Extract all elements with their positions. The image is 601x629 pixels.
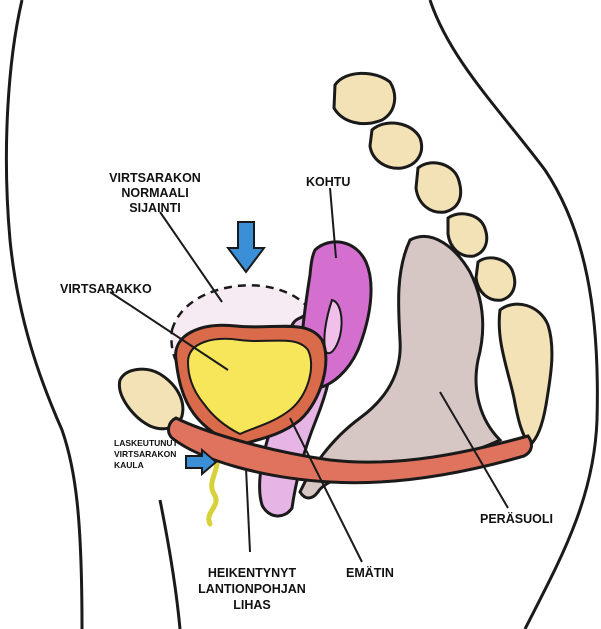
label-weakened-muscle: HEIKENTYNYT LANTIONPOHJAN LIHAS [198, 566, 306, 612]
label-bladder: VIRTSARAKKO [60, 282, 152, 296]
label-normal-position-line-2: NORMAALI [121, 186, 188, 200]
down-arrow-icon [228, 222, 264, 272]
coccyx [499, 304, 552, 445]
vertebra-2 [370, 123, 422, 168]
label-normal-position-line-1: VIRTSARAKON [109, 171, 201, 185]
label-weakened-muscle-line-3: LIHAS [233, 598, 271, 612]
label-descended-neck: LASKEUTUNUT VIRTSARAKON KAULA [114, 438, 179, 470]
label-rectum: PERÄSUOLI [480, 511, 553, 526]
thigh-outline [160, 500, 180, 629]
label-normal-position-line-3: SIJAINTI [129, 201, 180, 215]
vertebra-5 [476, 258, 515, 300]
label-weakened-muscle-line-2: LANTIONPOHJAN [198, 582, 306, 596]
label-descended-neck-line-1: LASKEUTUNUT [114, 438, 179, 448]
leader-weakened-muscle [246, 468, 250, 552]
label-uterus: KOHTU [306, 175, 350, 189]
label-weakened-muscle-line-1: HEIKENTYNYT [208, 566, 297, 580]
vertebra-3 [416, 163, 461, 212]
label-descended-neck-line-2: VIRTSARAKON [114, 449, 176, 459]
label-normal-position: VIRTSARAKON NORMAALI SIJAINTI [109, 171, 201, 215]
abdomen-outline [6, 0, 82, 629]
leader-normal-position [160, 212, 222, 302]
vertebra-1 [334, 73, 395, 123]
label-descended-neck-line-3: KAULA [114, 460, 144, 470]
label-vagina: EMÄTIN [346, 565, 394, 580]
